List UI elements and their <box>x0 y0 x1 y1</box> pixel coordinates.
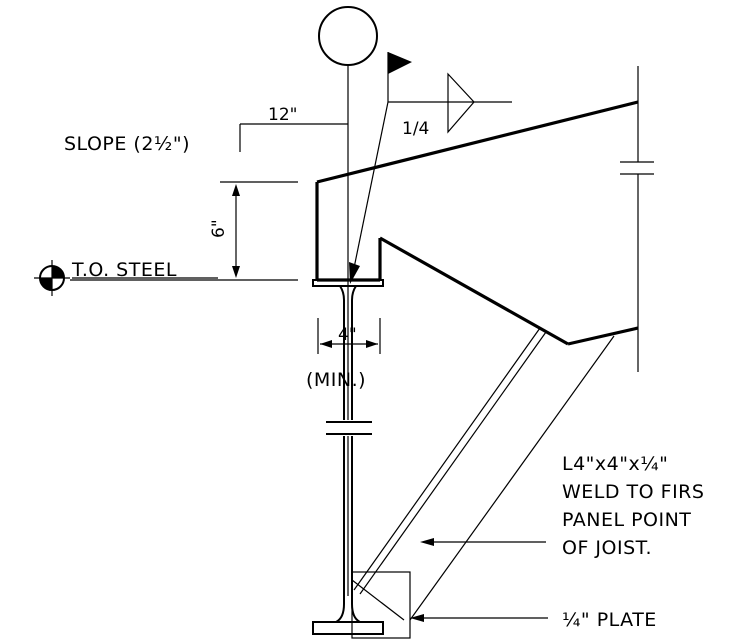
bottom-plate <box>351 571 411 639</box>
angle-note-line-1: L4"x4"x¼" <box>562 453 668 475</box>
slope-twelve-label: 12" <box>268 105 297 125</box>
min-label: (MIN.) <box>306 369 366 391</box>
field-weld-flag-icon <box>388 52 412 74</box>
elevation-marker-icon <box>34 260 70 296</box>
grid-bubble <box>318 6 378 66</box>
plate-note: ¼" PLATE <box>562 609 657 631</box>
slope-label: SLOPE (2½") <box>64 133 190 155</box>
plate-leader <box>410 614 548 622</box>
angle-note-line-2: WELD TO FIRS <box>562 481 704 503</box>
angle-note-line-3: PANEL POINT <box>562 509 691 531</box>
four-inch-label: 4" <box>338 325 357 345</box>
to-steel-label: T.O. STEEL <box>71 259 177 281</box>
support-edge <box>620 66 654 372</box>
weld-all-around-icon <box>447 72 475 134</box>
angle-note-line-4: OF JOIST. <box>562 537 652 559</box>
angle-brace <box>353 327 615 621</box>
joist-seat <box>315 100 639 346</box>
dimension-six <box>220 181 298 281</box>
slope-indicator <box>239 123 348 152</box>
dimension-four <box>317 318 381 354</box>
weld-size-label: 1/4 <box>402 119 429 139</box>
six-inch-label: 6" <box>209 219 229 238</box>
angle-leader <box>420 538 546 546</box>
